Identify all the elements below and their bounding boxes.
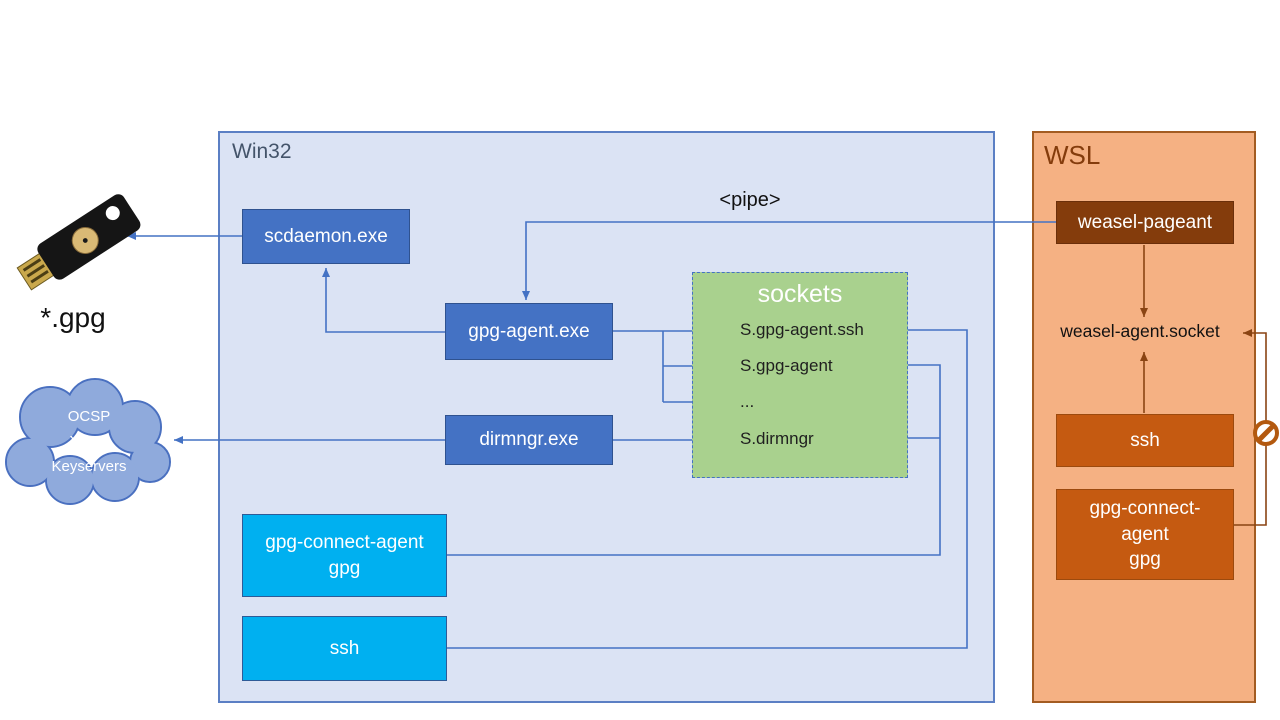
wsl-gpg-connect-label-line1: gpg-connect- bbox=[1089, 498, 1201, 520]
cloud-label-ocsp: OCSP bbox=[67, 408, 111, 425]
sockets-title: sockets bbox=[757, 280, 843, 308]
wsl-ssh-box: ssh bbox=[1056, 414, 1234, 467]
gpg-files-label: *.gpg bbox=[40, 302, 106, 333]
socket-item-gpg-agent-ssh: S.gpg-agent.ssh bbox=[740, 320, 864, 339]
cloud-label-keyservers: Keyservers bbox=[51, 458, 127, 475]
gpg-agent-box: gpg-agent.exe bbox=[445, 303, 613, 360]
wsl-panel-label: WSL bbox=[1044, 140, 1101, 170]
gpg-connect-agent-label-line1: gpg-connect-agent bbox=[265, 531, 424, 553]
socket-item-dirmngr: S.dirmngr bbox=[740, 429, 814, 448]
scdaemon-box: scdaemon.exe bbox=[242, 209, 410, 264]
weasel-pageant-box: weasel-pageant bbox=[1056, 201, 1234, 244]
keyservers-cloud bbox=[5, 378, 171, 505]
cloud-label-x509: X.509 bbox=[69, 433, 109, 450]
win32-panel-label: Win32 bbox=[232, 140, 292, 163]
weasel-agent-socket-label: weasel-agent.socket bbox=[1060, 321, 1220, 341]
security-key-icon bbox=[16, 194, 141, 291]
dirmngr-label: dirmngr.exe bbox=[479, 429, 579, 451]
socket-item-gpg-agent: S.gpg-agent bbox=[740, 356, 833, 375]
weasel-pageant-label: weasel-pageant bbox=[1077, 211, 1213, 233]
scdaemon-label: scdaemon.exe bbox=[264, 225, 388, 247]
wsl-gpg-connect-label-line2: agent bbox=[1121, 523, 1169, 545]
sockets-group-box bbox=[692, 272, 908, 478]
gpg-connect-agent-label-line2: gpg bbox=[328, 557, 361, 579]
no-entry-icon bbox=[1253, 420, 1279, 446]
socket-item-ellipsis: ... bbox=[740, 392, 755, 411]
gpg-agent-label: gpg-agent.exe bbox=[468, 320, 590, 342]
wsl-gpg-connect-agent-box: gpg-connect- agent gpg bbox=[1056, 489, 1234, 580]
win32-gpg-connect-agent-box: gpg-connect-agent gpg bbox=[242, 514, 447, 597]
win32-ssh-box: ssh bbox=[242, 616, 447, 681]
dirmngr-box: dirmngr.exe bbox=[445, 415, 613, 465]
wsl-ssh-label: ssh bbox=[1130, 429, 1160, 451]
win32-ssh-label: ssh bbox=[329, 637, 360, 659]
wsl-gpg-connect-label-line3: gpg bbox=[1129, 549, 1161, 571]
pipe-label: <pipe> bbox=[719, 189, 781, 211]
